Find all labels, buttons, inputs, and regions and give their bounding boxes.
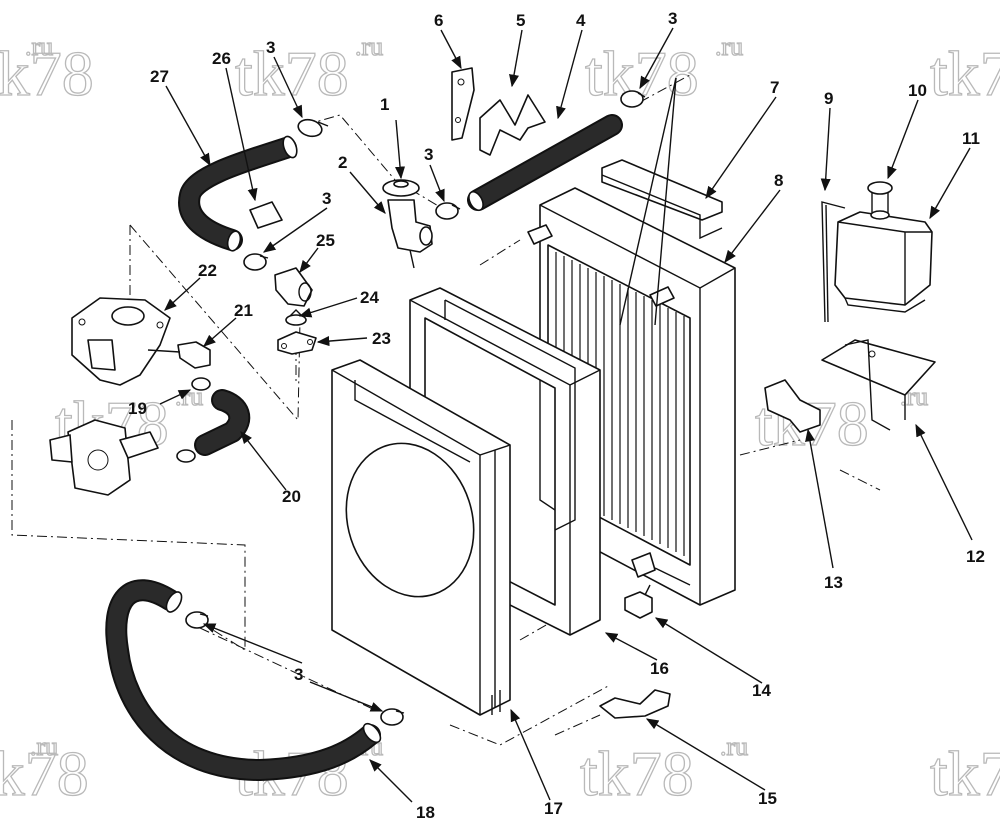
clamp xyxy=(185,611,209,629)
part-4-upper-hose xyxy=(467,114,623,212)
callout-11: 11 xyxy=(962,129,980,148)
callout-3: 3 xyxy=(322,189,331,208)
callout-19: 19 xyxy=(128,399,147,418)
callout-22: 22 xyxy=(198,261,217,280)
callout-8: 8 xyxy=(774,171,783,190)
callout-18: 18 xyxy=(416,803,435,822)
callout-1: 1 xyxy=(380,95,389,114)
clamp xyxy=(297,118,329,138)
callout-13: 13 xyxy=(824,573,843,592)
radiator-fins xyxy=(555,252,685,556)
callout-14: 14 xyxy=(752,681,771,700)
callout-10: 10 xyxy=(908,81,927,100)
callout-27: 27 xyxy=(150,67,169,86)
part-18-lower-hose xyxy=(105,579,382,781)
callout-17: 17 xyxy=(544,799,563,818)
part-14-drain-cock xyxy=(624,584,653,619)
callout-3: 3 xyxy=(294,665,303,684)
clamp xyxy=(176,449,196,463)
part-17-fan-shroud xyxy=(331,359,511,716)
part-26-sleeve xyxy=(249,201,283,229)
part-24-thermostat xyxy=(285,309,307,326)
thermostat-housing-lower xyxy=(49,419,159,496)
watermark-text: tk78 xyxy=(930,738,1000,809)
part-9-overflow-tube xyxy=(821,201,846,323)
part-20-bypass-hose xyxy=(194,389,251,456)
watermark-suffix: .ru xyxy=(720,732,748,761)
watermark-suffix: .ru xyxy=(715,32,743,61)
part-7-top-bracket xyxy=(601,159,723,240)
part-22-water-manifold xyxy=(71,297,171,386)
part-27-elbow-hose xyxy=(178,135,298,252)
part-23-gasket xyxy=(277,331,317,355)
part-10-tank-cap xyxy=(867,181,893,220)
callout-3: 3 xyxy=(266,38,275,57)
clamp xyxy=(435,202,461,220)
watermark-text: tk78 xyxy=(0,38,94,109)
callout-7: 7 xyxy=(770,78,779,97)
callout-25: 25 xyxy=(316,231,335,250)
callout-6: 6 xyxy=(434,11,443,30)
callout-21: 21 xyxy=(234,301,253,320)
watermark-suffix: .ru xyxy=(25,32,53,61)
callout-16: 16 xyxy=(650,659,669,678)
part-2-filler-neck xyxy=(387,199,433,269)
clamp xyxy=(191,377,211,391)
callout-4: 4 xyxy=(576,11,586,30)
part-21-bolt xyxy=(147,341,211,369)
watermark-text: tk78 xyxy=(235,38,349,109)
leader-lines xyxy=(159,27,973,803)
watermark-text: tk78 xyxy=(930,38,1000,109)
part-25-outlet-elbow xyxy=(274,267,313,307)
callout-numbers: 1 2 3 3 3 3 3 4 5 6 7 8 9 10 11 12 13 14… xyxy=(128,9,985,822)
callout-24: 24 xyxy=(360,288,379,307)
callout-15: 15 xyxy=(758,789,777,808)
part-12-tank-bracket xyxy=(821,339,936,431)
clamp xyxy=(243,253,269,271)
callout-23: 23 xyxy=(372,329,391,348)
part-3-hose-clamps xyxy=(176,90,646,726)
clamp xyxy=(380,708,405,726)
callout-2: 2 xyxy=(338,153,347,172)
callout-9: 9 xyxy=(824,89,833,108)
watermark-suffix: .ru xyxy=(355,32,383,61)
callout-20: 20 xyxy=(282,487,301,506)
part-15-lower-bracket xyxy=(599,689,671,719)
callout-3: 3 xyxy=(424,145,433,164)
watermark-suffix: .ru xyxy=(30,732,58,761)
part-6-strap-bracket xyxy=(451,67,475,141)
callout-12: 12 xyxy=(966,547,985,566)
part-11-overflow-tank xyxy=(834,211,933,313)
callout-26: 26 xyxy=(212,49,231,68)
callout-3: 3 xyxy=(668,9,677,28)
watermark-text: tk78 xyxy=(0,738,89,809)
part-1-radiator-cap xyxy=(382,179,420,197)
watermark-text: tk78 xyxy=(580,738,694,809)
part-13-mount-bracket xyxy=(764,379,821,433)
callout-5: 5 xyxy=(516,11,525,30)
part-5-hose-support xyxy=(479,94,546,156)
clamp xyxy=(620,90,646,108)
